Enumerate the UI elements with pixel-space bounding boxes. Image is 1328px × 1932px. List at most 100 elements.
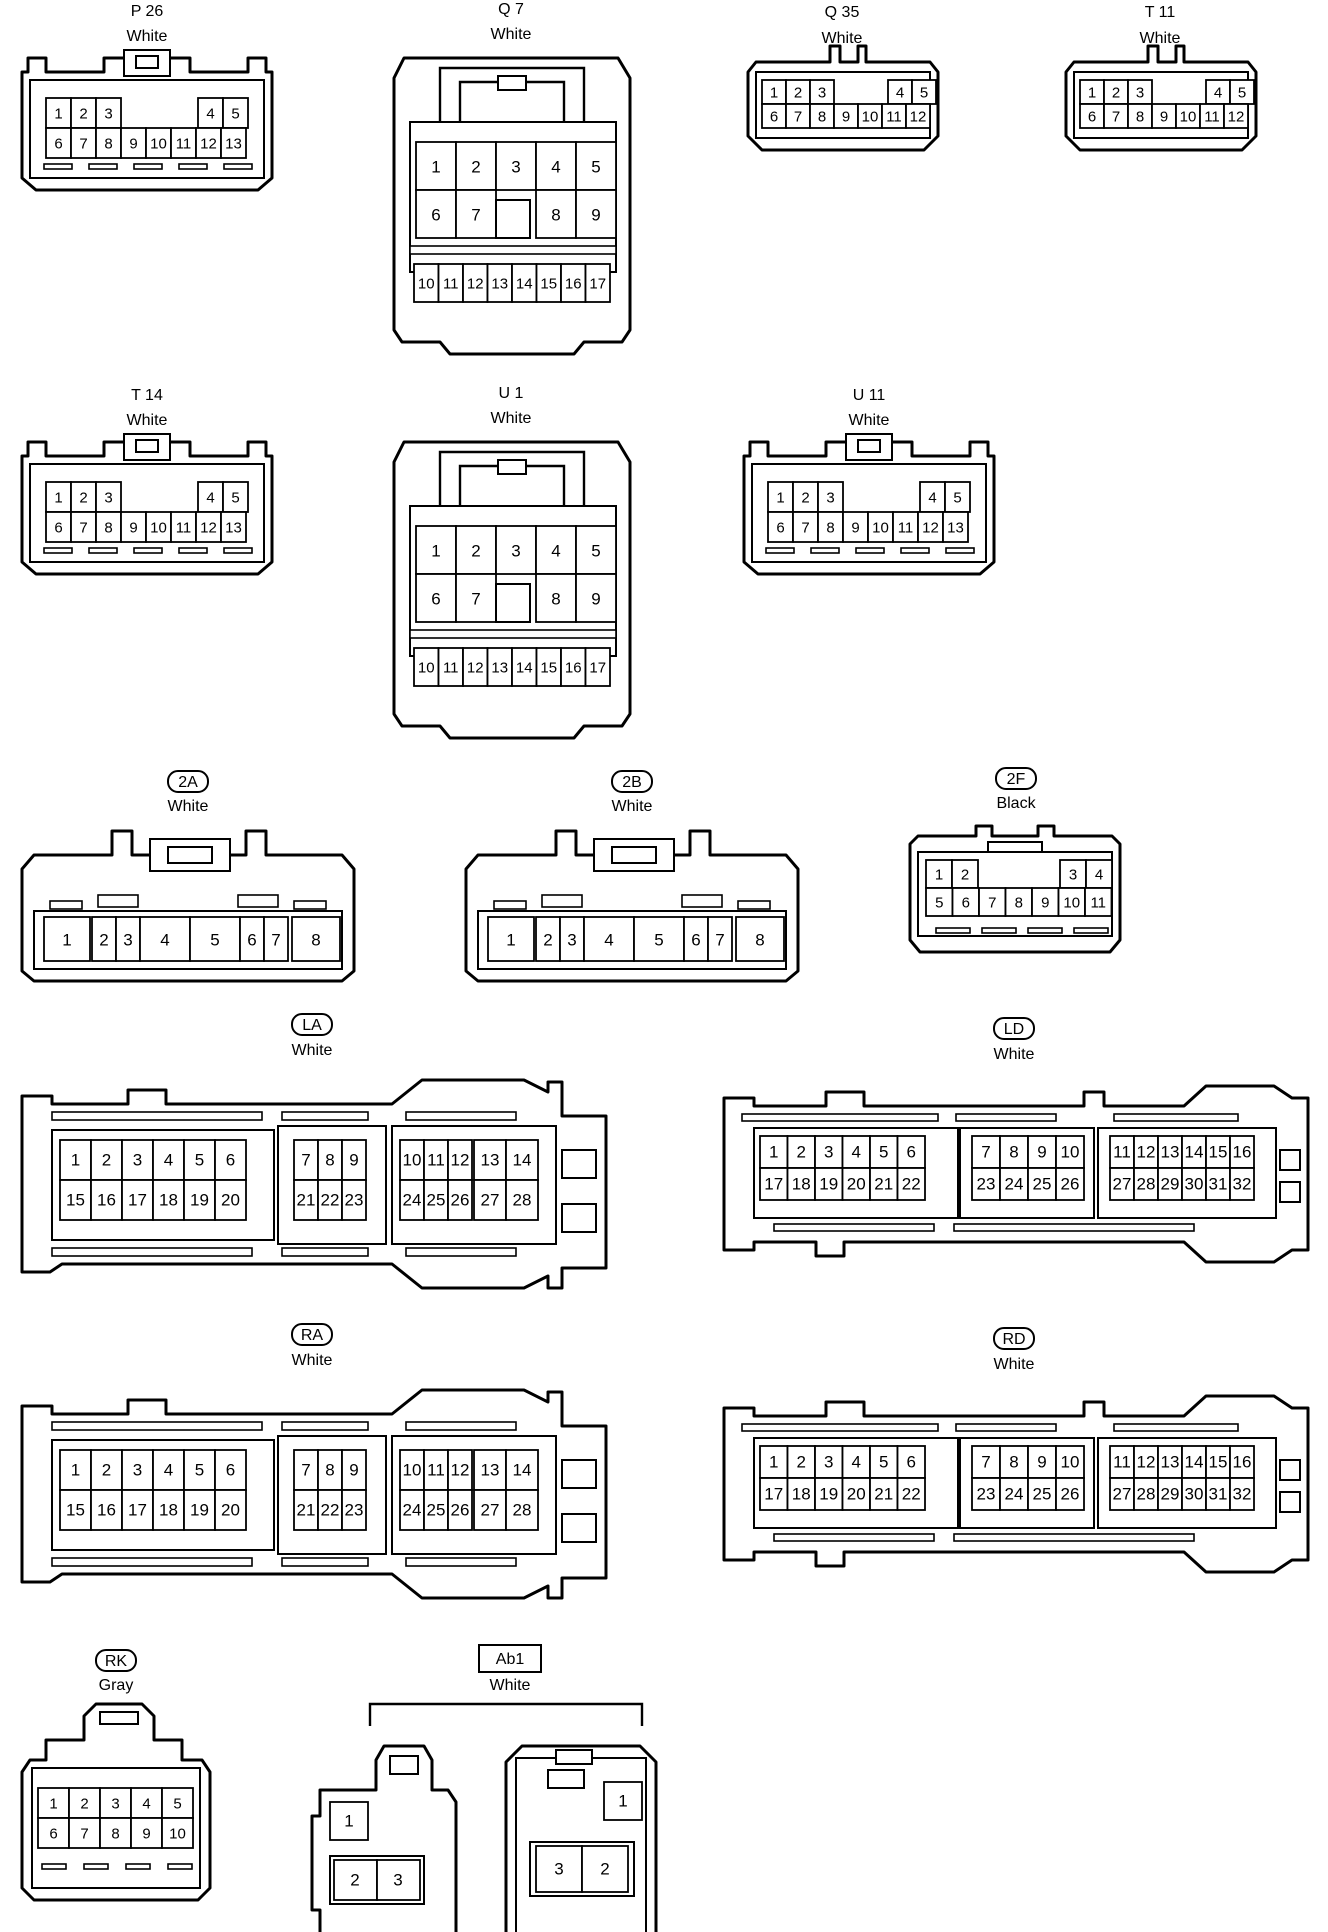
pin-number: 22 <box>321 1191 340 1210</box>
pin-number: 3 <box>826 490 834 507</box>
pin-number: 3 <box>554 1860 563 1879</box>
pin-cavity <box>152 1179 185 1221</box>
pin-cavity <box>473 1179 507 1221</box>
pin-number: 4 <box>206 106 214 123</box>
pin-number: 22 <box>902 1175 921 1194</box>
pin-cavity <box>575 573 617 623</box>
pin-number: 18 <box>159 1191 178 1210</box>
pin-number: 2 <box>961 867 969 884</box>
pin-number: 23 <box>977 1485 996 1504</box>
pin-number: 12 <box>451 1151 470 1170</box>
pin-number: 9 <box>129 136 137 153</box>
pin-number: 2 <box>80 1796 88 1813</box>
connector-code: T 11 <box>1145 4 1176 21</box>
pin-number: 13 <box>1161 1143 1180 1162</box>
pin-number: 12 <box>1137 1143 1156 1162</box>
pin-cavity <box>584 647 611 687</box>
side-tab <box>561 1513 597 1543</box>
pin-cavity <box>560 647 587 687</box>
pin-cavity <box>603 1781 643 1821</box>
pin-number: 26 <box>1061 1175 1080 1194</box>
key-bar <box>681 894 723 908</box>
pin-number: 12 <box>1137 1453 1156 1472</box>
key-bar <box>741 1423 939 1432</box>
pin-number: 17 <box>764 1485 783 1504</box>
pin-cavity <box>455 189 497 239</box>
pin-number: 19 <box>819 1175 838 1194</box>
pin-number: 10 <box>403 1461 422 1480</box>
pin-number: 9 <box>851 520 859 537</box>
pin-number: 4 <box>551 158 560 177</box>
pin-cavity <box>1027 1477 1057 1511</box>
key-bar <box>1027 927 1063 934</box>
pin-cavity <box>505 1179 539 1221</box>
pin-cavity <box>817 511 844 543</box>
pin-number: 4 <box>160 931 169 950</box>
pin-cavity <box>462 263 489 303</box>
pin-cavity <box>152 1449 185 1491</box>
pin-number: 26 <box>1061 1485 1080 1504</box>
pin-number: 27 <box>481 1191 500 1210</box>
pin-cavity <box>43 916 91 962</box>
pin-cavity <box>1229 1445 1255 1479</box>
key-bar <box>1073 927 1109 934</box>
pin-number: 20 <box>847 1485 866 1504</box>
pin-number: 13 <box>491 276 508 293</box>
pin-cavity <box>214 1449 247 1491</box>
pin-number: 2 <box>600 1860 609 1879</box>
pin-number: 6 <box>54 136 62 153</box>
pin-number: 3 <box>511 158 520 177</box>
pin-number: 11 <box>443 660 459 677</box>
pin-cavity <box>45 481 72 513</box>
pin-number: 3 <box>133 1461 142 1480</box>
pin-cavity <box>925 887 954 917</box>
pin-cavity <box>911 79 937 105</box>
pin-number: 15 <box>66 1191 85 1210</box>
pin-number: 16 <box>565 276 582 293</box>
side-tab <box>561 1203 597 1233</box>
pin-number: 4 <box>1095 867 1103 884</box>
pin-cavity <box>1055 1477 1085 1511</box>
pin-number: 6 <box>907 1143 916 1162</box>
pin-number: 10 <box>169 1826 186 1843</box>
pin-cavity <box>495 525 537 575</box>
pin-cavity <box>905 103 931 129</box>
pin-cavity <box>1055 1167 1085 1201</box>
pin-number: 8 <box>325 1151 334 1170</box>
pin-cavity <box>925 859 953 889</box>
pin-cavity <box>1199 103 1225 129</box>
pin-number: 4 <box>142 1796 150 1813</box>
pin-number: 24 <box>403 1501 422 1520</box>
pin-number: 25 <box>1033 1175 1052 1194</box>
pin-number: 8 <box>311 931 320 950</box>
pin-number: 8 <box>1009 1453 1018 1472</box>
pin-cavity <box>90 1179 123 1221</box>
pin-number: 11 <box>427 1461 445 1480</box>
connector-code: P 26 <box>131 3 164 20</box>
pin-number: 12 <box>1228 109 1245 126</box>
pin-number: 2 <box>797 1143 806 1162</box>
pin-number: 5 <box>654 931 663 950</box>
pin-cavity <box>317 1179 343 1221</box>
pin-number: 7 <box>801 520 809 537</box>
pin-cavity <box>786 1135 816 1169</box>
pin-number: 15 <box>540 276 557 293</box>
pin-number: 2 <box>801 490 809 507</box>
pin-number: 16 <box>1233 1143 1252 1162</box>
latch <box>555 1749 593 1765</box>
pin-cavity <box>195 127 222 159</box>
pin-cavity <box>1055 1135 1085 1169</box>
latch <box>497 459 527 475</box>
connector-code-box <box>478 1644 542 1673</box>
pin-number: 3 <box>111 1796 119 1813</box>
pin-number: 3 <box>824 1453 833 1472</box>
key-bar <box>223 163 253 170</box>
